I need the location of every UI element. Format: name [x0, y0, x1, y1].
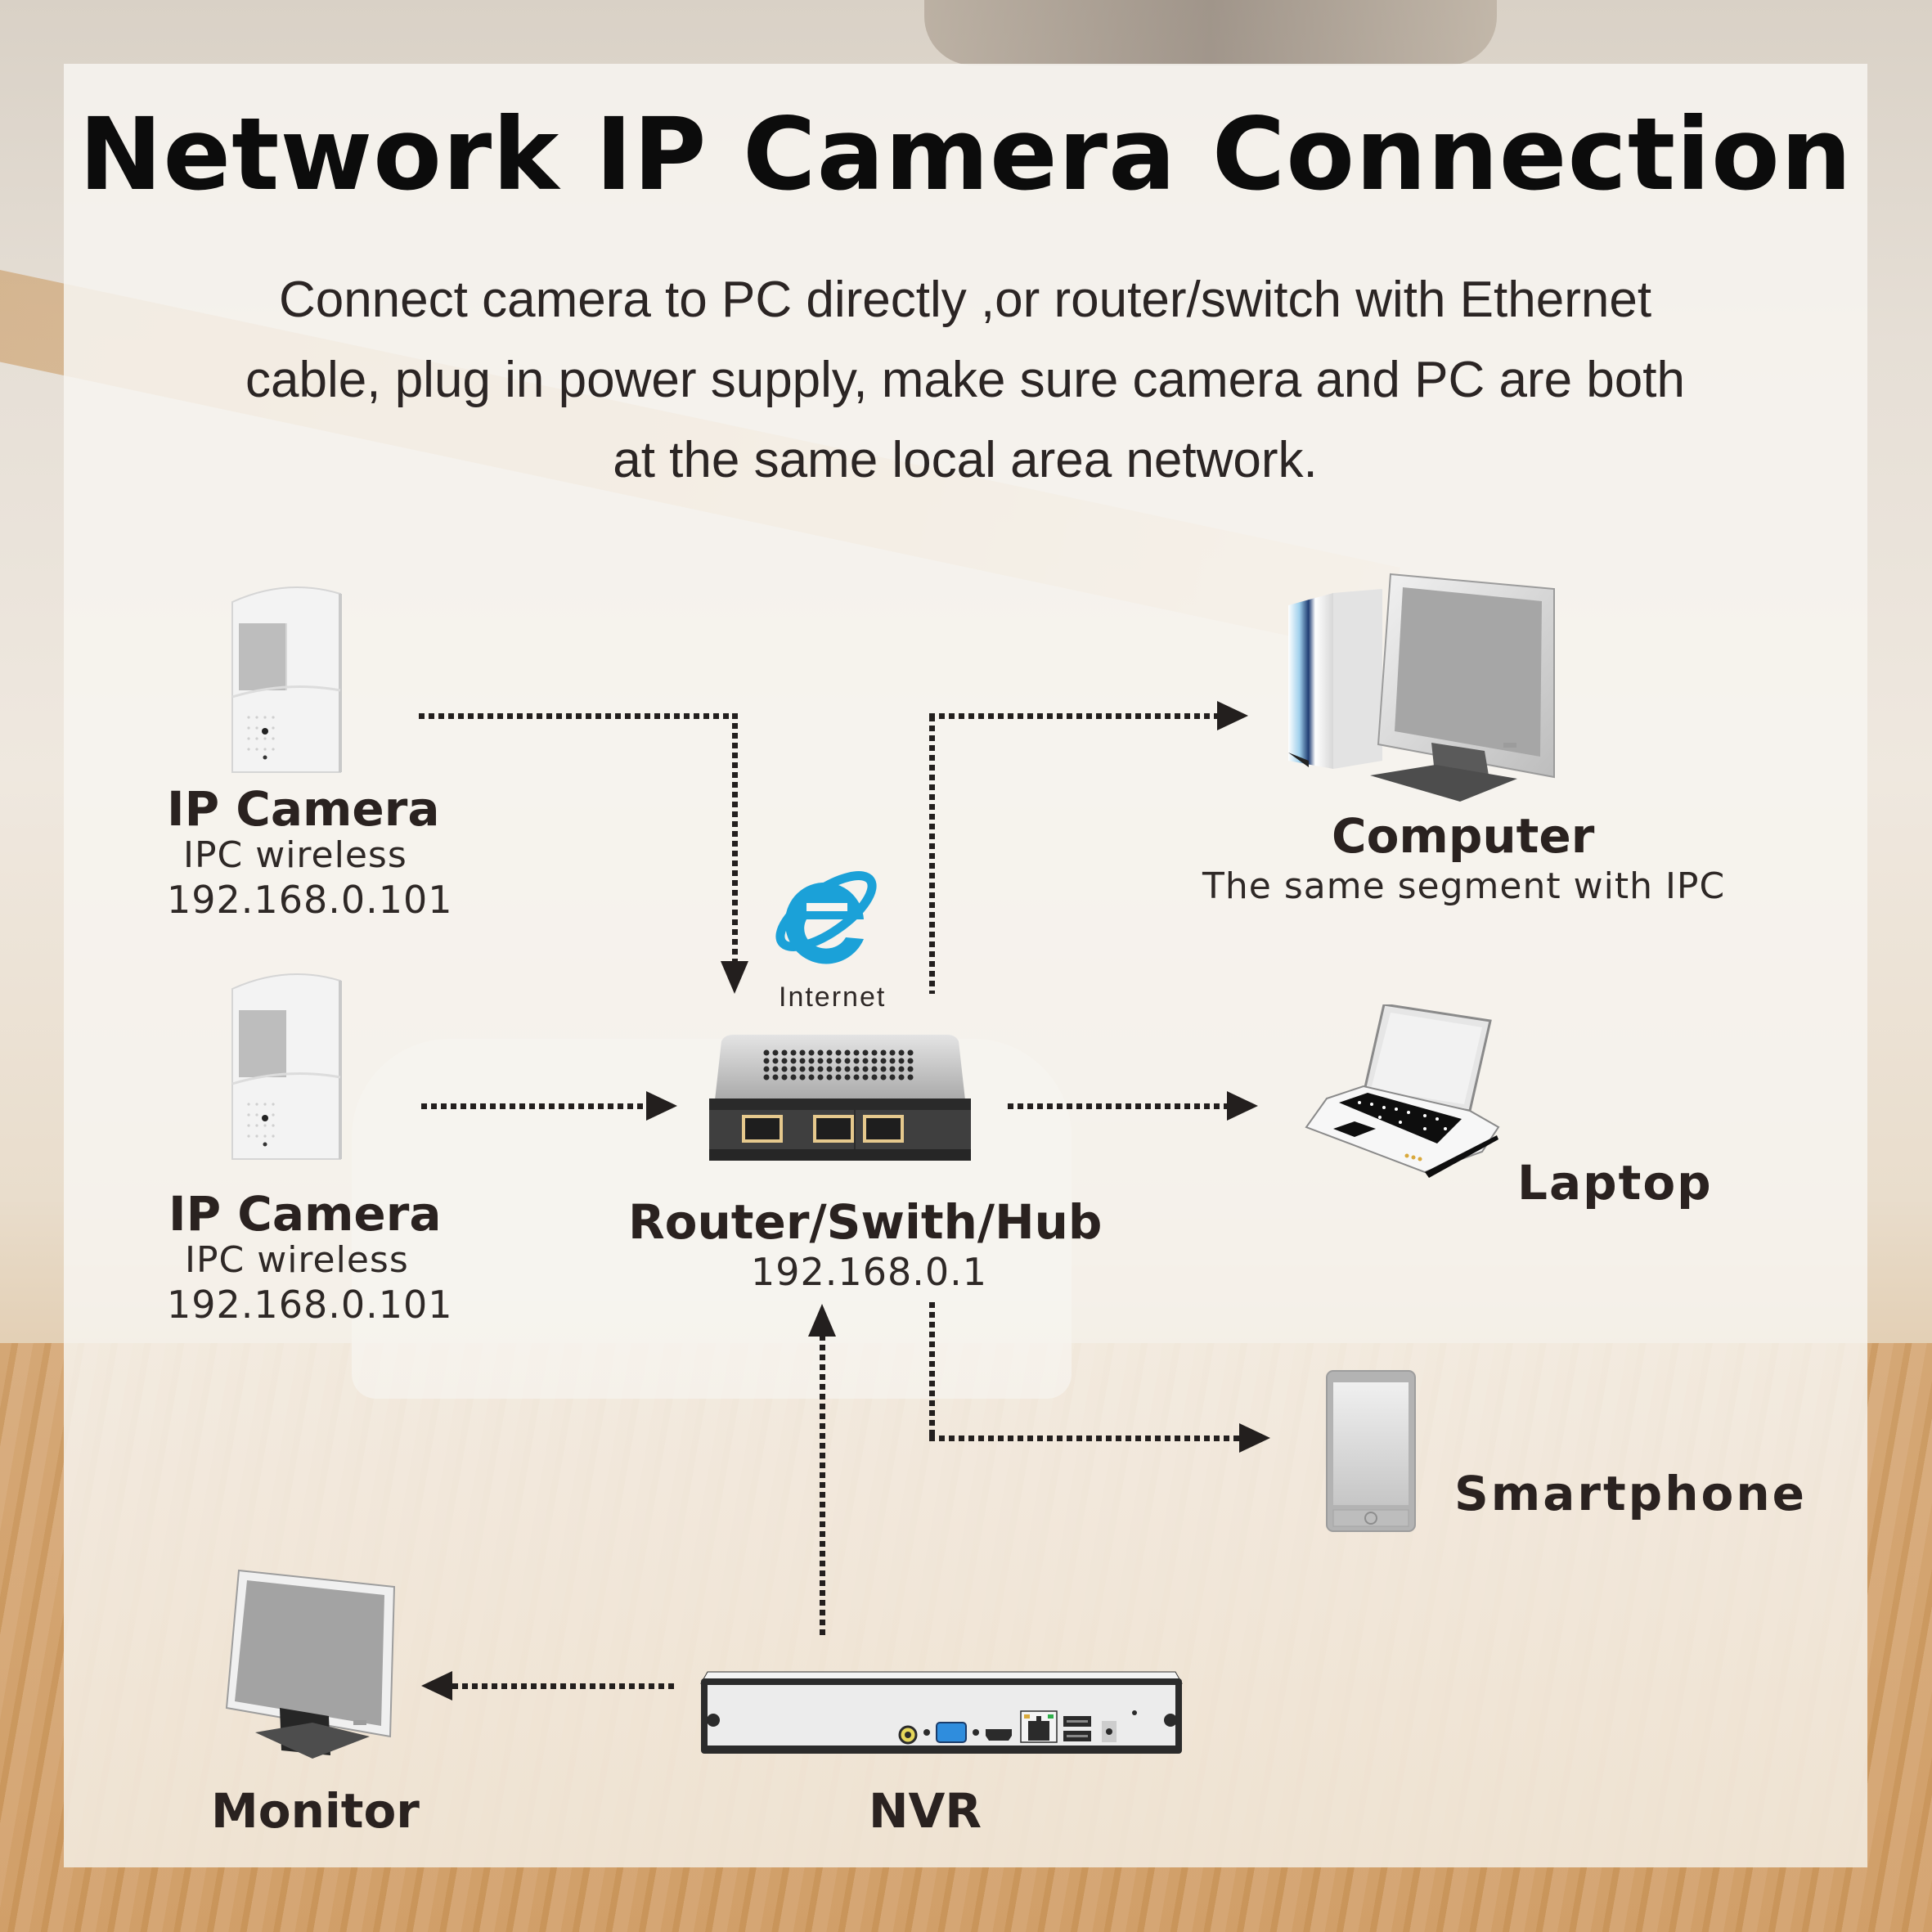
arrow-right-icon [646, 1091, 677, 1121]
connector-router-computer-horizontal [929, 713, 1220, 719]
router-node [705, 1035, 975, 1166]
laptop-node [1302, 1004, 1507, 1188]
arrow-up-icon [808, 1304, 836, 1337]
connector-nvr-monitor [452, 1683, 675, 1689]
nvr-icon [700, 1671, 1183, 1754]
camera-1-ip: 192.168.0.101 [167, 878, 453, 922]
connector-nvr-router [820, 1335, 825, 1639]
arrow-right-icon [1217, 701, 1248, 730]
monitor-icon [225, 1569, 396, 1759]
page-title: Network IP Camera Connection [79, 97, 1853, 213]
laptop-icon [1305, 1004, 1500, 1178]
router-label: Router/Swith/Hub [628, 1194, 1103, 1250]
smartphone-label: Smartphone [1454, 1466, 1807, 1521]
connector-router-laptop [1008, 1103, 1229, 1109]
description: Connect camera to PC directly ,or router… [115, 260, 1816, 501]
internet-node [767, 860, 882, 975]
computer-note: The same segment with IPC [1202, 865, 1726, 907]
internet-label: Internet [779, 982, 887, 1013]
desktop-computer-icon [1288, 573, 1555, 802]
computer-node [1284, 556, 1562, 806]
connector-router-computer-vertical [929, 716, 935, 994]
nvr-label: NVR [869, 1783, 982, 1839]
monitor-label: Monitor [211, 1783, 420, 1839]
connector-camera1-vertical [732, 713, 738, 973]
connector-camera2 [421, 1103, 650, 1109]
connector-camera1-horizontal [419, 713, 738, 719]
router-icon [709, 1035, 971, 1161]
arrow-right-icon [1239, 1423, 1270, 1453]
arrow-down-icon [721, 961, 748, 994]
arrow-right-icon [1227, 1091, 1258, 1121]
description-line: cable, plug in power supply, make sure c… [245, 352, 1685, 408]
camera-2-label: IP Camera [168, 1186, 442, 1242]
connector-router-smartphone-horizontal [929, 1436, 1240, 1441]
smartphone-node [1325, 1369, 1417, 1533]
laptop-label: Laptop [1517, 1155, 1713, 1211]
description-line: at the same local area network. [613, 432, 1318, 488]
pir-camera-icon [231, 973, 342, 1160]
computer-label: Computer [1332, 808, 1595, 864]
internet-explorer-icon [775, 871, 877, 964]
camera-2-type: IPC wireless [185, 1239, 409, 1281]
smartphone-icon [1326, 1370, 1416, 1532]
camera-1 [229, 582, 344, 775]
router-ip: 192.168.0.1 [751, 1250, 987, 1294]
camera-2-ip: 192.168.0.101 [167, 1283, 453, 1327]
nvr-node [699, 1667, 1184, 1757]
pir-camera-icon [231, 586, 342, 773]
camera-1-label: IP Camera [167, 781, 440, 837]
camera-1-type: IPC wireless [183, 834, 407, 876]
camera-2 [229, 969, 344, 1162]
arrow-left-icon [421, 1671, 452, 1701]
monitor-node [222, 1569, 402, 1761]
ceiling-fan-decor [924, 0, 1497, 65]
description-line: Connect camera to PC directly ,or router… [278, 272, 1652, 328]
connector-router-smartphone-vertical [929, 1302, 935, 1440]
